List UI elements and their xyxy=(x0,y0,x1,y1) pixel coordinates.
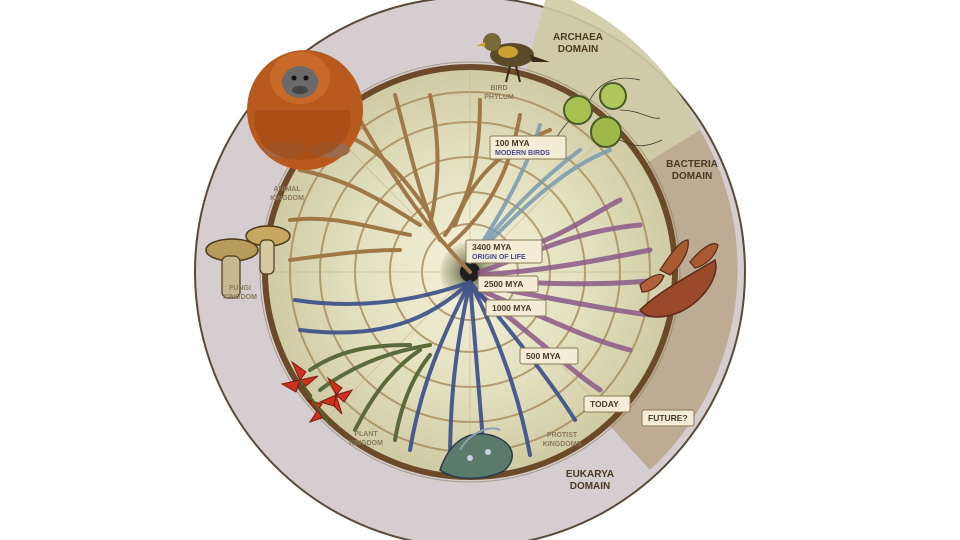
domain-eukarya-line1: EUKARYA xyxy=(566,469,614,480)
tag-today-main: TODAY xyxy=(590,399,619,409)
orangutan-illustration xyxy=(247,50,363,170)
tag-3400-mya: 3400 MYA ORIGIN OF LIFE xyxy=(465,239,543,264)
tag-future: FUTURE? xyxy=(641,409,695,427)
tag-100-mya-main: 100 MYA xyxy=(495,138,530,148)
tag-future-main: FUTURE? xyxy=(648,413,688,423)
tag-500-mya-main: 500 MYA xyxy=(526,351,561,361)
kingdom-plant-line2: KINGDOM xyxy=(349,440,383,447)
phylum-bird-line1: BIRD xyxy=(490,85,507,92)
bacteria-illustration xyxy=(638,239,719,318)
tag-100-mya-sub: MODERN BIRDS xyxy=(495,150,550,157)
bird-illustration xyxy=(476,33,550,83)
archaea-microbes xyxy=(549,77,663,151)
tag-2500-mya-main: 2500 MYA xyxy=(484,279,523,289)
plant-branches xyxy=(308,343,432,442)
domain-bacteria-line2: DOMAIN xyxy=(672,171,713,182)
flower-illustration xyxy=(280,360,354,426)
mushroom-illustration xyxy=(205,225,291,299)
tag-3400-mya-main: 3400 MYA xyxy=(472,242,511,252)
kingdom-fungi-line1: FUNGI xyxy=(229,285,251,292)
tag-1000-mya-main: 1000 MYA xyxy=(492,303,531,313)
tag-3400-mya-sub: ORIGIN OF LIFE xyxy=(472,254,526,261)
phylum-bird-line2: PHYLUM xyxy=(484,94,514,101)
kingdom-animal-line1: ANIMAL xyxy=(273,186,301,193)
kingdom-protist-line1: PROTIST xyxy=(547,432,578,439)
tag-1000-mya: 1000 MYA xyxy=(485,299,547,317)
tag-2500-mya: 2500 MYA xyxy=(477,275,539,293)
kingdom-protist-line2: KINGDOMS xyxy=(543,441,582,448)
kingdom-fungi-line2: KINGDOM xyxy=(223,294,257,301)
animal-branches xyxy=(288,93,552,274)
protist-illustration xyxy=(439,427,513,479)
domain-archaea-line2: DOMAIN xyxy=(558,44,599,55)
kingdom-plant-line1: PLANT xyxy=(354,431,378,438)
tag-500-mya: 500 MYA xyxy=(519,347,579,365)
tag-100-mya: 100 MYA MODERN BIRDS xyxy=(489,135,567,160)
domain-eukarya-line2: DOMAIN xyxy=(570,481,611,492)
domain-bacteria-line1: BACTERIA xyxy=(666,159,718,170)
domain-archaea-line1: ARCHAEA xyxy=(553,32,603,43)
kingdom-animal-line2: KINGDOM xyxy=(270,195,304,202)
tag-today: TODAY xyxy=(583,395,631,413)
